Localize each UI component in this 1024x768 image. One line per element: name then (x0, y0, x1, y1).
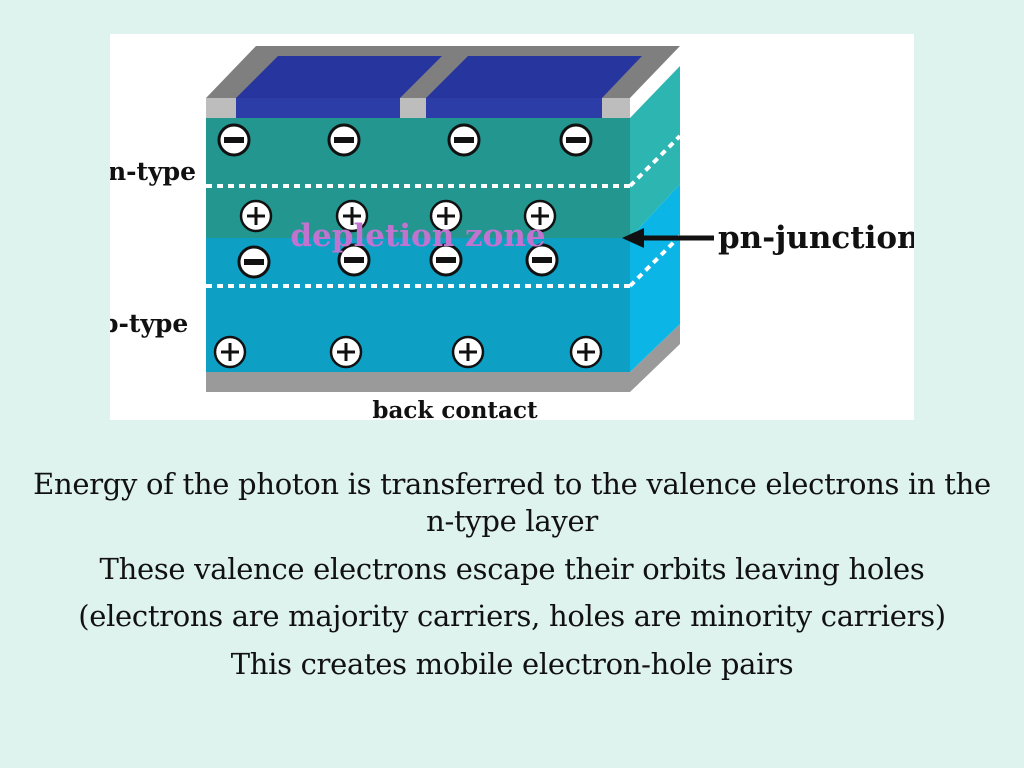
n-layer-side (630, 66, 680, 238)
charge-positive (429, 199, 463, 233)
charge-positive (569, 335, 603, 369)
pn-junction-label: pn-junction (718, 220, 914, 256)
depletion-zone-label: depletion zone (290, 218, 545, 254)
charge-negative (337, 243, 371, 277)
charge-negative (327, 123, 361, 157)
charge-negative (525, 243, 559, 277)
depletion-top-boundary-side (628, 134, 682, 188)
charge-negative (217, 123, 251, 157)
n-type-layer (206, 118, 630, 238)
back-contact-label: back contact (372, 397, 538, 420)
charge-positive (329, 335, 363, 369)
back-contact-plate (206, 324, 680, 392)
charge-positive (239, 199, 273, 233)
text-line-energy-main: Energy of the photon is transferred to t… (33, 467, 991, 501)
slide-body-text: Energy of the photon is transferred to t… (20, 466, 1004, 694)
charge-positive (451, 335, 485, 369)
charge-negative (237, 245, 271, 279)
p-type-label: p-type (110, 309, 188, 338)
diagram-panel: depletion zone n-type p-type pn-junction… (110, 34, 914, 420)
charge-negative (429, 243, 463, 277)
text-line-escape: These valence electrons escape their orb… (99, 551, 925, 586)
solar-cell-diagram: depletion zone n-type p-type pn-junction… (110, 46, 914, 420)
top-contact-left (236, 56, 442, 98)
charge-negative (447, 123, 481, 157)
top-contact-right-front (426, 98, 602, 118)
charge-positive (335, 199, 369, 233)
n-type-label: n-type (110, 157, 196, 186)
depletion-bottom-boundary-side (628, 234, 682, 288)
p-type-layer (206, 238, 630, 372)
text-line-pairs: This creates mobile electron-hole pairs (230, 647, 794, 682)
charge-negative (559, 123, 593, 157)
n-type-layer-emphasis: n-type layer (426, 503, 598, 538)
top-contact-left-front (236, 98, 400, 118)
text-line-carriers: (electrons are majority carriers, holes … (78, 599, 946, 634)
top-contact-right (426, 56, 642, 98)
arrow-head-icon (622, 228, 644, 248)
text-line-energy: Energy of the photon is transferred to t… (20, 466, 1004, 540)
charge-positive (523, 199, 557, 233)
charge-positive (213, 335, 247, 369)
